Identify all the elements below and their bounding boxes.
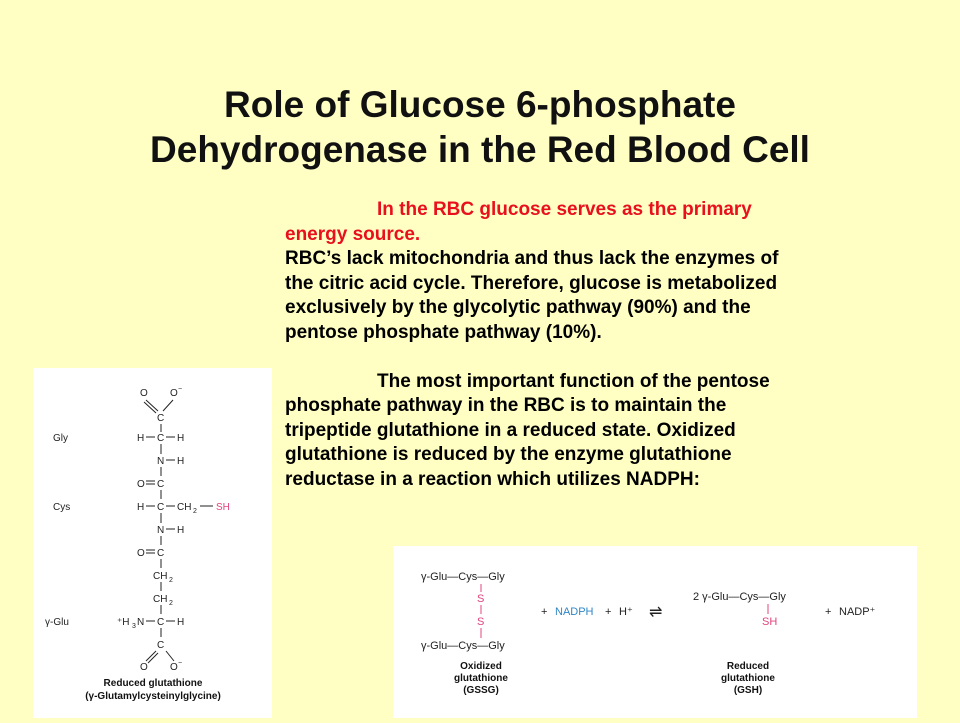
svg-text:C: C xyxy=(157,413,164,424)
gssg-label-1: Oxidized xyxy=(460,661,502,672)
svg-text:O: O xyxy=(137,479,145,490)
svg-text:C: C xyxy=(157,479,164,490)
svg-text:−: − xyxy=(178,660,182,667)
gsh-sh: SH xyxy=(762,616,777,628)
gsh-formula: 2 γ-Glu—Cys—Gly xyxy=(693,591,786,603)
gly-label: Gly xyxy=(53,433,68,444)
plus-1: + xyxy=(541,606,547,618)
structure-caption-2: (γ-Glutamylcysteinylglycine) xyxy=(85,691,221,702)
svg-text:CH: CH xyxy=(153,571,167,582)
svg-text:O: O xyxy=(170,388,178,399)
gsh-label-2: glutathione xyxy=(721,673,775,684)
svg-text:2: 2 xyxy=(193,508,197,515)
svg-text:N: N xyxy=(157,456,164,467)
plus-2: + xyxy=(605,606,611,618)
svg-text:3: 3 xyxy=(132,623,136,630)
svg-text:H: H xyxy=(137,433,144,444)
title-line-2: Dehydrogenase in the Red Blood Cell xyxy=(150,129,810,170)
para2-line: The most important function of the pento… xyxy=(377,370,770,392)
plus-3: + xyxy=(825,606,831,618)
svg-text:H: H xyxy=(177,456,184,467)
para1-line: the citric acid cycle. Therefore, glucos… xyxy=(285,272,778,294)
equilibrium-arrow-icon: ⇌ xyxy=(649,604,662,621)
gsh-label-3: (GSH) xyxy=(734,685,762,696)
svg-text:H: H xyxy=(177,525,184,536)
svg-text:CH: CH xyxy=(177,502,191,513)
para1-red-line2: energy source. xyxy=(285,223,421,245)
svg-text:2: 2 xyxy=(169,600,173,607)
svg-text:O: O xyxy=(137,548,145,559)
para1-line: exclusively by the glycolytic pathway (9… xyxy=(285,297,751,319)
para1-red-line1: In the RBC glucose serves as the primary xyxy=(377,199,752,220)
reaction-panel: γ-Glu—Cys—Gly S S γ-Glu—Cys—Gly + NADPH … xyxy=(393,546,917,718)
gssg-top-chain: γ-Glu—Cys—Gly xyxy=(421,571,505,583)
glutathione-structure-panel: O O − C Gly H C H N H O C Cys H xyxy=(33,368,272,718)
para2-line: reductase in a reaction which utilizes N… xyxy=(285,468,700,490)
gssg-sulfur-1: S xyxy=(477,593,484,605)
svg-text:CH: CH xyxy=(153,594,167,605)
svg-text:H: H xyxy=(137,502,144,513)
nadph-label: NADPH xyxy=(555,606,594,618)
structure-caption-1: Reduced glutathione xyxy=(104,678,203,689)
gsh-label-1: Reduced xyxy=(727,661,769,672)
glu-label: γ-Glu xyxy=(45,617,69,628)
cys-label: Cys xyxy=(53,502,70,513)
body-text: In the RBC glucose serves as the primary… xyxy=(285,198,925,493)
svg-text:H: H xyxy=(177,617,184,628)
nadp-label: NADP⁺ xyxy=(839,606,876,618)
svg-text:−: − xyxy=(178,386,182,393)
svg-text:N: N xyxy=(157,525,164,536)
para2-line: phosphate pathway in the RBC is to maint… xyxy=(285,395,727,417)
svg-text:C: C xyxy=(157,548,164,559)
svg-text:2: 2 xyxy=(169,577,173,584)
gssg-label-2: glutathione xyxy=(454,673,508,684)
para2-line: glutathione is reduced by the enzyme glu… xyxy=(285,444,732,466)
svg-text:C: C xyxy=(157,617,164,628)
svg-text:⁺H: ⁺H xyxy=(117,617,130,628)
h-plus-label: H⁺ xyxy=(619,606,633,618)
svg-text:C: C xyxy=(157,502,164,513)
svg-text:C: C xyxy=(157,433,164,444)
svg-text:O: O xyxy=(140,662,148,673)
svg-text:C: C xyxy=(157,640,164,651)
svg-text:H: H xyxy=(177,433,184,444)
para2-line: tripeptide glutathione in a reduced stat… xyxy=(285,419,736,441)
svg-text:SH: SH xyxy=(216,502,230,513)
title-line-1: Role of Glucose 6-phosphate xyxy=(224,84,736,125)
para1-line: pentose phosphate pathway (10%). xyxy=(285,321,602,343)
para1-line: RBC’s lack mitochondria and thus lack th… xyxy=(285,248,779,270)
gssg-label-3: (GSSG) xyxy=(463,685,499,696)
svg-text:O: O xyxy=(140,388,148,399)
gssg-bottom-chain: γ-Glu—Cys—Gly xyxy=(421,640,505,652)
svg-text:O: O xyxy=(170,662,178,673)
glutathione-reductase-reaction: γ-Glu—Cys—Gly S S γ-Glu—Cys—Gly + NADPH … xyxy=(421,571,876,696)
glutathione-structure-diagram: O O − C Gly H C H N H O C Cys H xyxy=(45,386,230,702)
svg-text:N: N xyxy=(137,617,144,628)
gssg-sulfur-2: S xyxy=(477,616,484,628)
slide-title: Role of Glucose 6-phosphate Dehydrogenas… xyxy=(0,82,960,172)
